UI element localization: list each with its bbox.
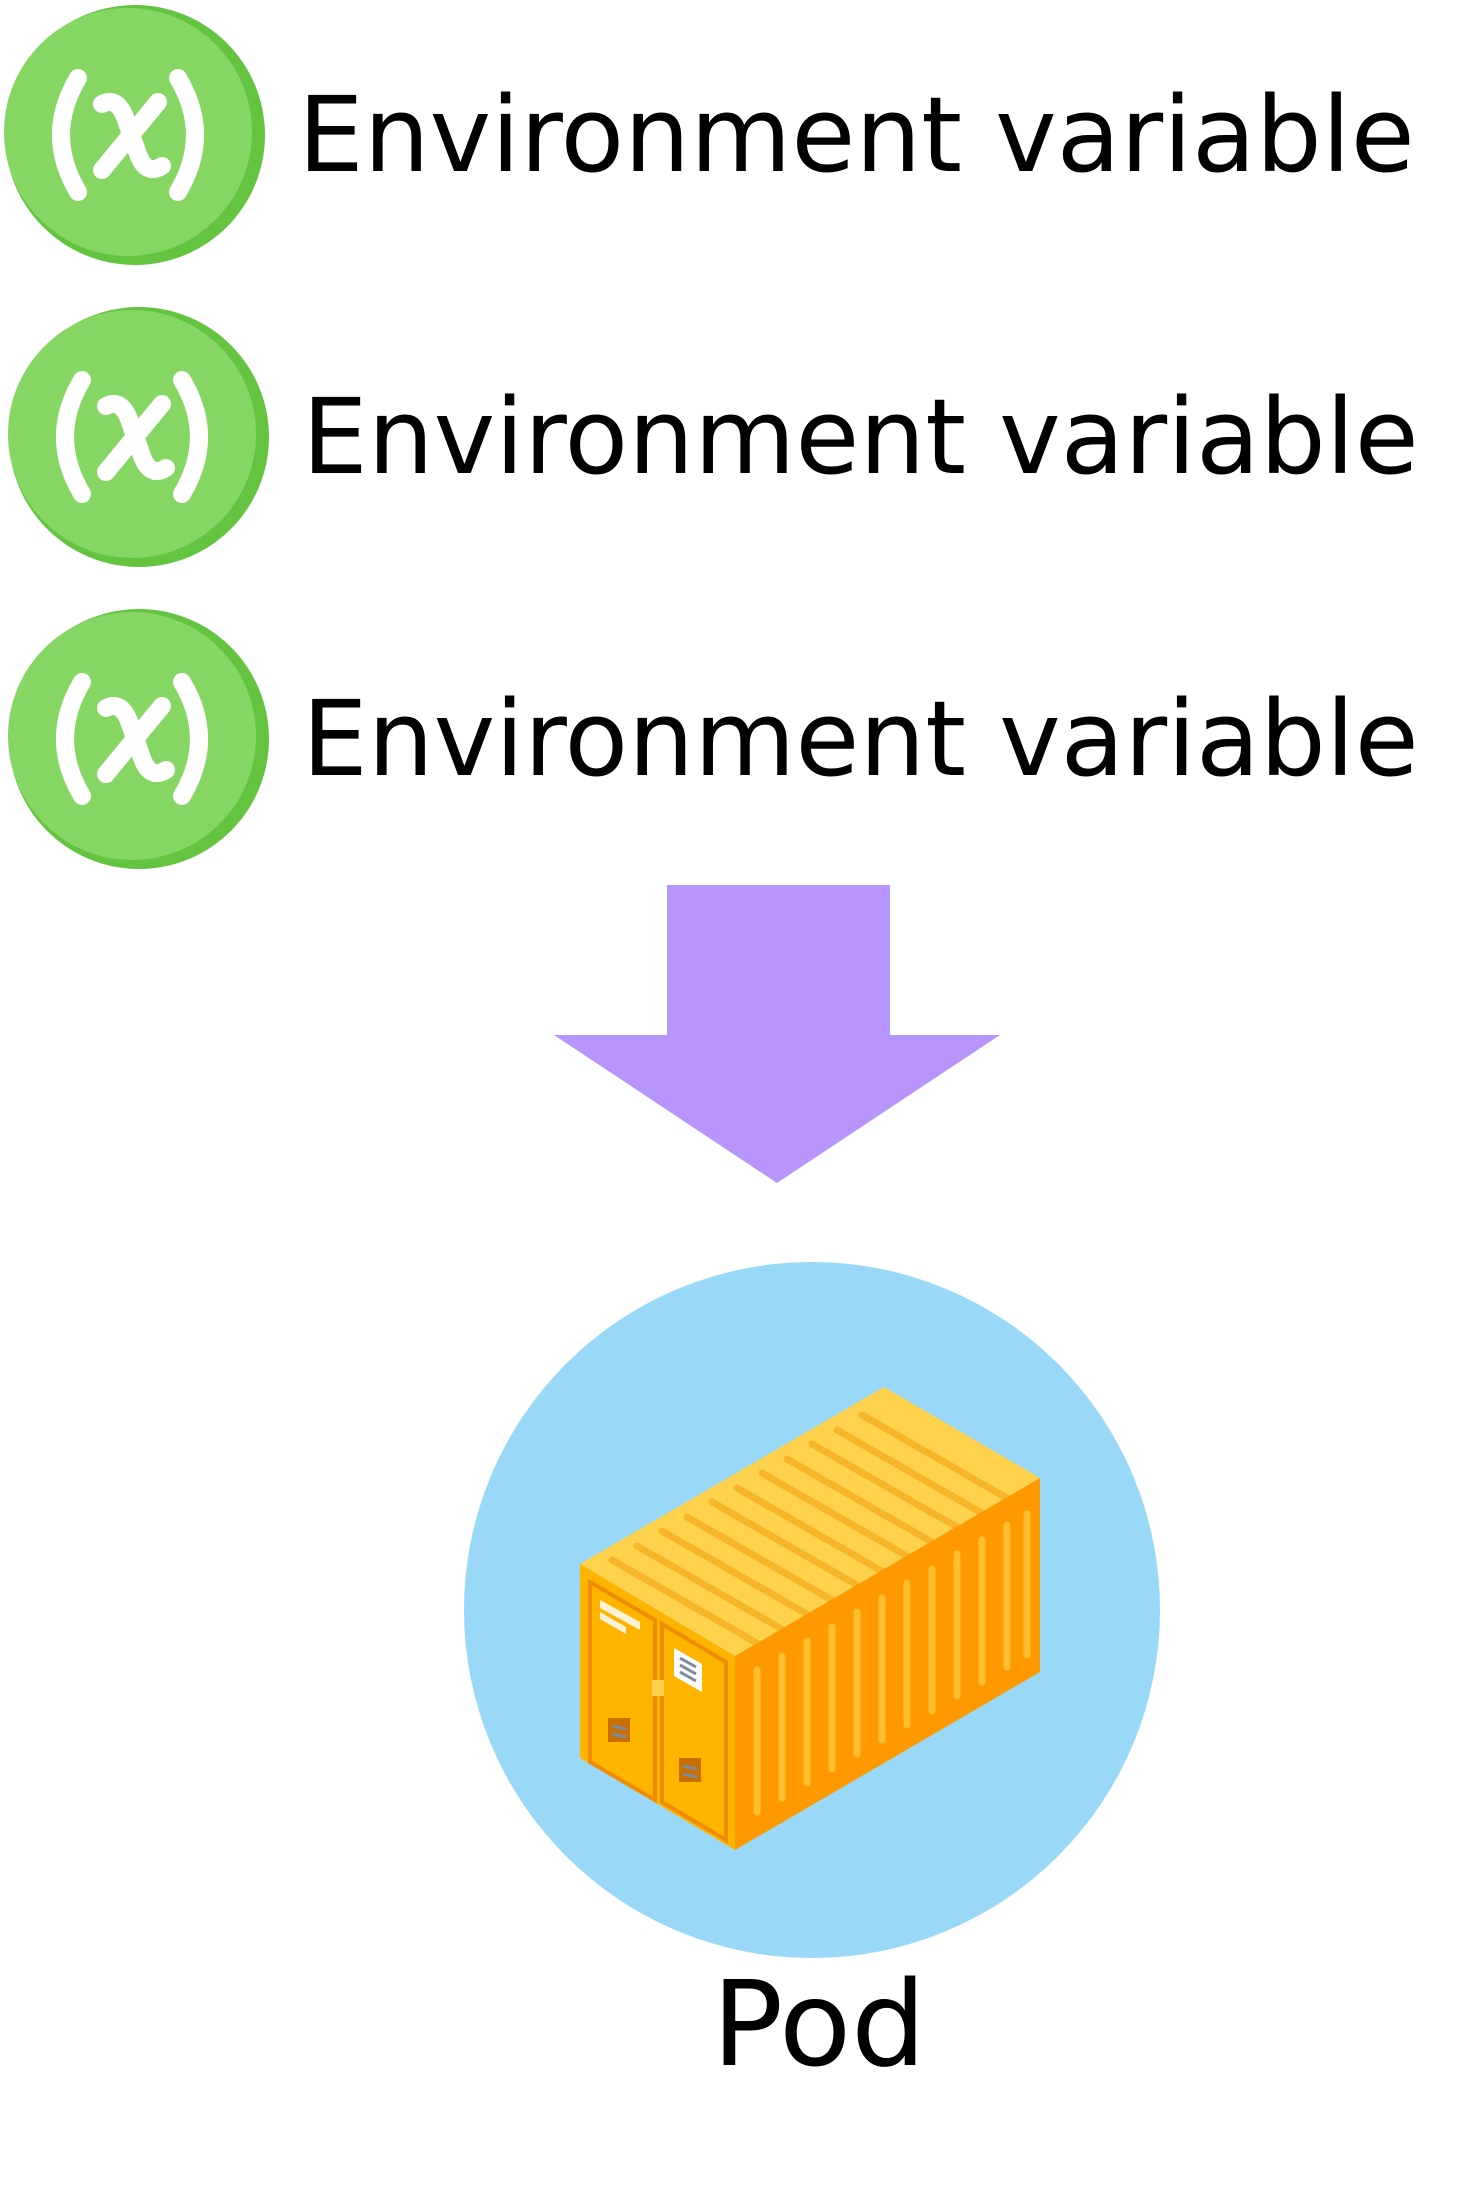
pod-circle xyxy=(464,1262,1160,1958)
arrow-down-icon xyxy=(554,885,1000,1183)
variable-x-icon xyxy=(4,5,265,265)
env-var-row-1: Environment variable 1 xyxy=(0,0,1457,270)
variable-x-icon xyxy=(8,307,269,567)
variable-x-icon xyxy=(8,609,269,869)
env-var-row-2: Environment variable 2 xyxy=(0,302,1457,572)
env-var-label-2: Environment variable 2 xyxy=(302,376,1457,498)
pod-label: Pod xyxy=(712,1955,927,2093)
env-var-label-1: Environment variable 1 xyxy=(298,74,1457,196)
shipping-container-icon xyxy=(580,1387,1040,1850)
env-var-label-3: Environment variable 3 xyxy=(302,678,1457,800)
env-var-row-3: Environment variable 3 xyxy=(0,604,1457,874)
